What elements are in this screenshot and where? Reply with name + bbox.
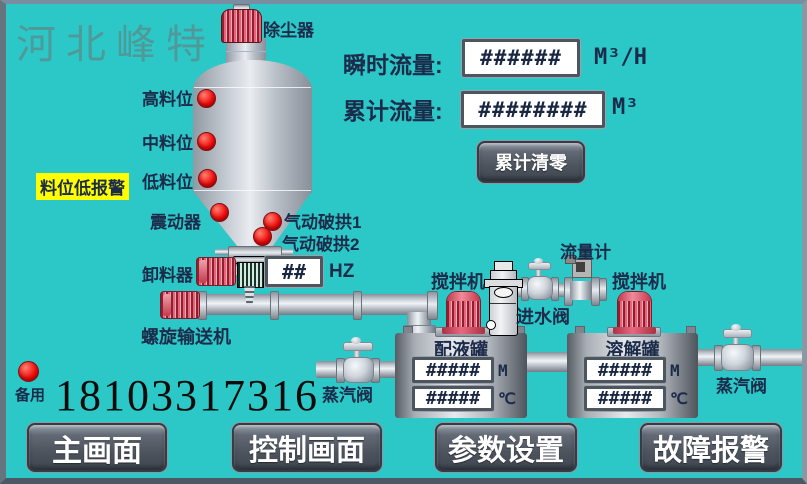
discharger-label: 卸料器 bbox=[142, 266, 193, 285]
nav-control-button[interactable]: 控制画面 bbox=[232, 423, 382, 472]
tank-dissolving-name: 溶解罐 bbox=[605, 340, 660, 360]
phone-number: 18103317316 bbox=[55, 371, 319, 420]
level-high-label: 高料位 bbox=[142, 90, 193, 109]
arch-breaker-2-label: 气动破拱2 bbox=[282, 235, 360, 254]
vibrator-lamp bbox=[210, 203, 229, 222]
arch-breaker-2-lamp bbox=[253, 227, 272, 246]
discharger-shaft bbox=[233, 266, 239, 275]
silo-seam-top bbox=[194, 87, 311, 88]
screw-conveyor-pipe bbox=[196, 294, 432, 315]
level-mid-label: 中料位 bbox=[142, 134, 193, 153]
dust-collector-label: 除尘器 bbox=[263, 21, 314, 40]
conveyor-flange-2 bbox=[270, 291, 279, 320]
tank-mixing-name: 配液罐 bbox=[434, 340, 488, 360]
level-high-lamp bbox=[197, 89, 216, 108]
steam-valve-left-label: 蒸汽阀 bbox=[322, 386, 373, 405]
conveyor-flange-4 bbox=[427, 291, 438, 320]
total-flow-label: 累计流量: bbox=[343, 98, 443, 124]
level-low-label: 低料位 bbox=[142, 173, 193, 192]
discharger-motor bbox=[196, 257, 236, 286]
reset-total-button[interactable]: 累计清零 bbox=[477, 141, 585, 183]
rotary-valve-screw bbox=[244, 286, 255, 306]
steam-valve-right-stem bbox=[733, 335, 739, 346]
tank1-temp-unit: ℃ bbox=[498, 391, 516, 408]
inlet-valve-stem bbox=[536, 267, 541, 278]
silo-outlet-stub-right bbox=[277, 249, 293, 255]
level-low-lamp bbox=[198, 169, 217, 188]
screw-conveyor-motor bbox=[160, 291, 200, 319]
steam-valve-left bbox=[343, 357, 374, 383]
inlet-valve-knob bbox=[534, 258, 543, 264]
company-title: 河北峰特 bbox=[16, 22, 216, 67]
pump-drain bbox=[486, 320, 496, 330]
instant-flow-label: 瞬时流量: bbox=[343, 52, 443, 78]
conveyor-flange-3 bbox=[353, 291, 362, 320]
tank2-level-display: ##### bbox=[584, 357, 666, 383]
instant-flow-unit: M³/H bbox=[594, 45, 647, 70]
steam-valve-left-knob bbox=[351, 337, 361, 344]
spare-label: 备用 bbox=[15, 387, 46, 404]
spare-lamp bbox=[18, 361, 39, 382]
arch-breaker-1-lamp bbox=[263, 212, 282, 231]
discharger-freq-display: ## bbox=[265, 256, 323, 287]
flow-meter-barrel bbox=[570, 281, 592, 300]
level-alarm-badge: 料位低报警 bbox=[36, 173, 129, 200]
tank2-level-unit: M bbox=[670, 361, 680, 380]
screw-conveyor-label: 螺旋输送机 bbox=[141, 327, 231, 347]
tank1-temp-display: ##### bbox=[412, 386, 494, 411]
steam-valve-right-knob bbox=[731, 324, 741, 331]
tanks-connect-pipe bbox=[520, 352, 572, 372]
level-mid-lamp bbox=[197, 132, 216, 151]
pump-port bbox=[494, 287, 513, 298]
total-flow-display: ######## bbox=[461, 91, 605, 128]
flow-meter-head-core bbox=[576, 262, 585, 272]
steam-valve-left-stem bbox=[354, 348, 360, 359]
silo-seam-bottom bbox=[194, 190, 311, 191]
pipe-end-flange bbox=[599, 278, 607, 301]
vibrator-label: 震动器 bbox=[150, 213, 201, 232]
steam-valve-right bbox=[721, 344, 754, 371]
mixer-right-label: 搅拌机 bbox=[612, 272, 666, 292]
steam-valve-right-label: 蒸汽阀 bbox=[716, 377, 767, 396]
silo-neck-seam bbox=[226, 51, 266, 52]
flow-meter-label: 流量计 bbox=[560, 243, 611, 262]
rotary-valve-body bbox=[237, 262, 264, 288]
tank1-level-display: ##### bbox=[412, 357, 494, 383]
tank1-level-unit: M bbox=[498, 361, 508, 380]
nav-params-button[interactable]: 参数设置 bbox=[435, 423, 577, 472]
silo-outlet-stub-left bbox=[215, 249, 231, 255]
instant-flow-display: ###### bbox=[462, 39, 580, 77]
tank2-temp-unit: ℃ bbox=[670, 391, 688, 408]
discharger-freq-unit: HZ bbox=[329, 261, 355, 282]
inlet-valve bbox=[527, 276, 553, 300]
pump-seam bbox=[490, 303, 516, 304]
flow-meter-nub bbox=[565, 255, 576, 264]
tank2-temp-display: ##### bbox=[584, 386, 666, 411]
arch-breaker-1-label: 气动破拱1 bbox=[284, 213, 362, 232]
nav-alarm-button[interactable]: 故障报警 bbox=[640, 423, 782, 472]
total-flow-unit: M³ bbox=[612, 95, 639, 120]
nav-main-button[interactable]: 主画面 bbox=[27, 423, 167, 472]
mixer-left-label: 搅拌机 bbox=[431, 272, 485, 292]
mixer-right-motor bbox=[613, 291, 656, 334]
inlet-valve-label: 进水阀 bbox=[516, 307, 570, 327]
mixer-left-motor bbox=[442, 291, 485, 334]
dust-collector-motor bbox=[221, 9, 262, 43]
